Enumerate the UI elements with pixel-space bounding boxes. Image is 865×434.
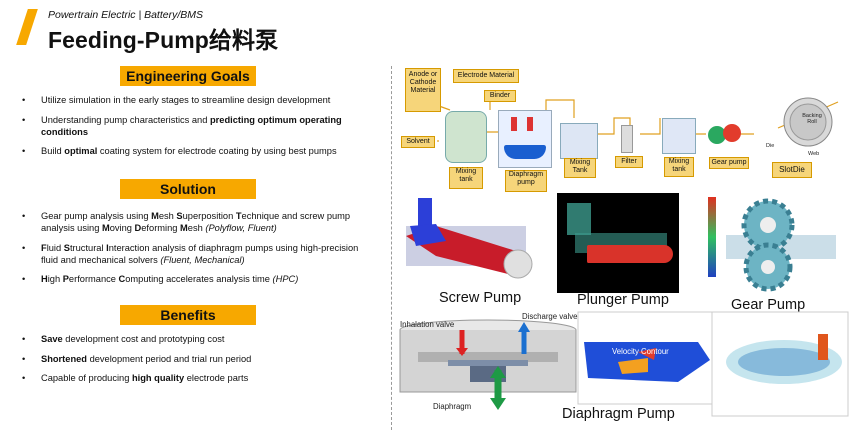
die-label: Die <box>766 143 775 149</box>
list-item: Save development cost and prototyping co… <box>22 333 377 345</box>
plunger-pump-image <box>557 193 679 293</box>
discharge-valve-label: Discharge valve <box>522 312 578 321</box>
list-item: High Performance Computing accelerates a… <box>22 273 377 285</box>
goals-heading: Engineering Goals <box>120 66 256 86</box>
binder-box: Binder <box>484 90 516 102</box>
mixing-tank-2-box: Mixing Tank <box>564 158 596 178</box>
diaphragm-pump-thumb <box>498 110 552 168</box>
title-accent-bar <box>16 9 38 45</box>
diaphragm-pump-label: Diaphragm Pump <box>562 406 675 422</box>
gear-pump-thumb <box>708 124 744 150</box>
list-item: Shortened development period and trial r… <box>22 353 377 365</box>
screw-pump-image <box>406 198 533 279</box>
process-flow-lines <box>427 97 839 147</box>
diaphragm-pump-box: Diaphragm pump <box>505 170 547 192</box>
slotdie-box: SlotDie <box>772 162 812 178</box>
inhalation-valve-label: Inhalation valve <box>400 320 455 329</box>
benefits-heading: Benefits <box>120 305 256 325</box>
diaphragm-3d-image <box>711 311 849 417</box>
velocity-contour-image <box>577 311 715 405</box>
web-label: Web <box>808 151 820 157</box>
gear-pump-box: Gear pump <box>709 157 749 169</box>
list-item: Build optimal coating system for electro… <box>22 145 377 157</box>
solvent-box: Solvent <box>401 136 435 148</box>
gear-pump-label: Gear Pump <box>731 297 806 313</box>
mixing-tank-3-image <box>662 118 696 154</box>
velocity-contour-label: Velocity Contour <box>612 347 669 356</box>
page-subtitle: Powertrain Electric | Battery/BMS <box>48 9 204 21</box>
benefits-list: Save development cost and prototyping co… <box>22 333 377 392</box>
anode-material-box: Anode or Cathode Material <box>405 68 441 112</box>
list-item: Capable of producing high quality electr… <box>22 372 377 384</box>
mixing-tank-box: Mixing tank <box>449 167 483 189</box>
list-item: Fluid Structural Interaction analysis of… <box>22 242 377 266</box>
list-item: Gear pump analysis using Mesh Superposit… <box>22 210 377 234</box>
electrode-material-box: Electrode Material <box>453 69 519 83</box>
screw-pump-label: Screw Pump <box>439 290 522 306</box>
plunger-pump-label: Plunger Pump <box>577 292 669 308</box>
mixing-tank-2-image <box>560 123 598 159</box>
gear-pump-image <box>708 197 836 292</box>
filter-image <box>621 125 633 153</box>
backing-roll-label: Backing Roll <box>802 113 822 125</box>
list-item: Utilize simulation in the early stages t… <box>22 94 377 106</box>
page-title: Feeding-Pump给料泵 <box>48 27 279 53</box>
solution-heading: Solution <box>120 179 256 199</box>
filter-box: Filter <box>615 156 643 168</box>
list-item: Understanding pump characteristics and p… <box>22 114 377 138</box>
mixing-tank-3-box: Mixing tank <box>664 157 694 177</box>
section-divider <box>391 66 392 430</box>
goals-list: Utilize simulation in the early stages t… <box>22 94 377 165</box>
mixing-tank-image <box>445 111 487 163</box>
solution-list: Gear pump analysis using Mesh Superposit… <box>22 210 377 293</box>
diaphragm-part-label: Diaphragm <box>433 402 472 411</box>
diaphragm-cross-section <box>399 319 577 410</box>
